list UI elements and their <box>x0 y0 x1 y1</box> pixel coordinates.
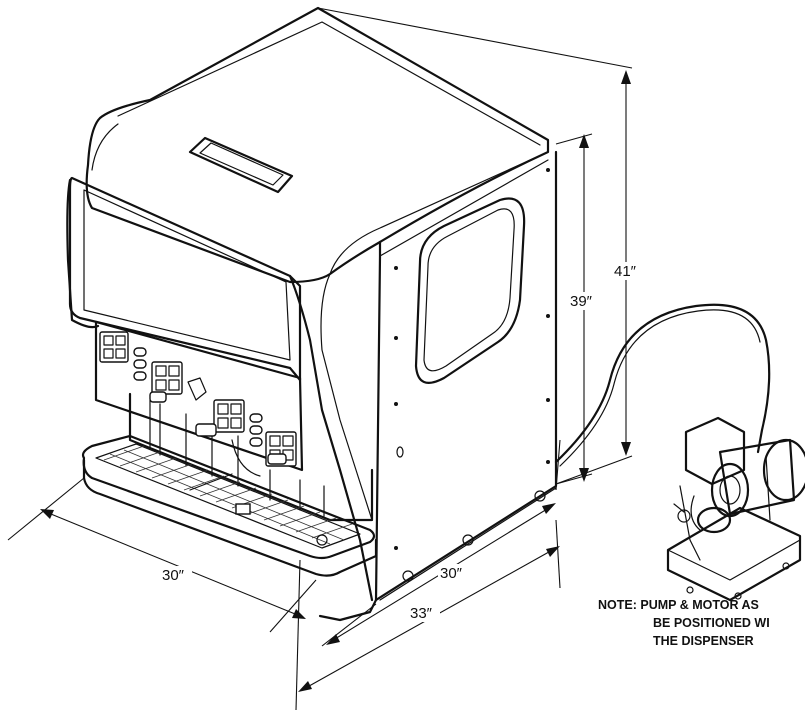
side-panel <box>318 150 558 622</box>
lid-handle <box>188 136 294 194</box>
note-line-1: NOTE: PUMP & MOTOR AS <box>598 598 759 612</box>
drip-tray <box>81 434 378 577</box>
pump-note: NOTE: PUMP & MOTOR AS BE POSITIONED WI T… <box>598 598 770 648</box>
label-height-cabinet: 39″ <box>570 293 593 310</box>
button-panel <box>94 320 304 472</box>
dimension-labels: 30″ 30″ 33″ 39″ 41″ <box>160 262 642 622</box>
label-depth-overall: 33″ <box>410 605 433 622</box>
note-line-2: BE POSITIONED WI <box>653 616 770 630</box>
note-line-3: THE DISPENSER <box>653 634 754 648</box>
pump-motor-assembly <box>554 303 805 602</box>
label-height-overall: 41″ <box>614 263 637 280</box>
label-depth-side: 30″ <box>440 565 463 582</box>
dispenser-unit <box>66 6 558 622</box>
label-width-front: 30″ <box>162 567 185 584</box>
connection-hose <box>554 303 771 464</box>
dispenser-lid <box>85 6 550 284</box>
selection-buttons <box>99 331 297 467</box>
side-window <box>414 197 526 384</box>
